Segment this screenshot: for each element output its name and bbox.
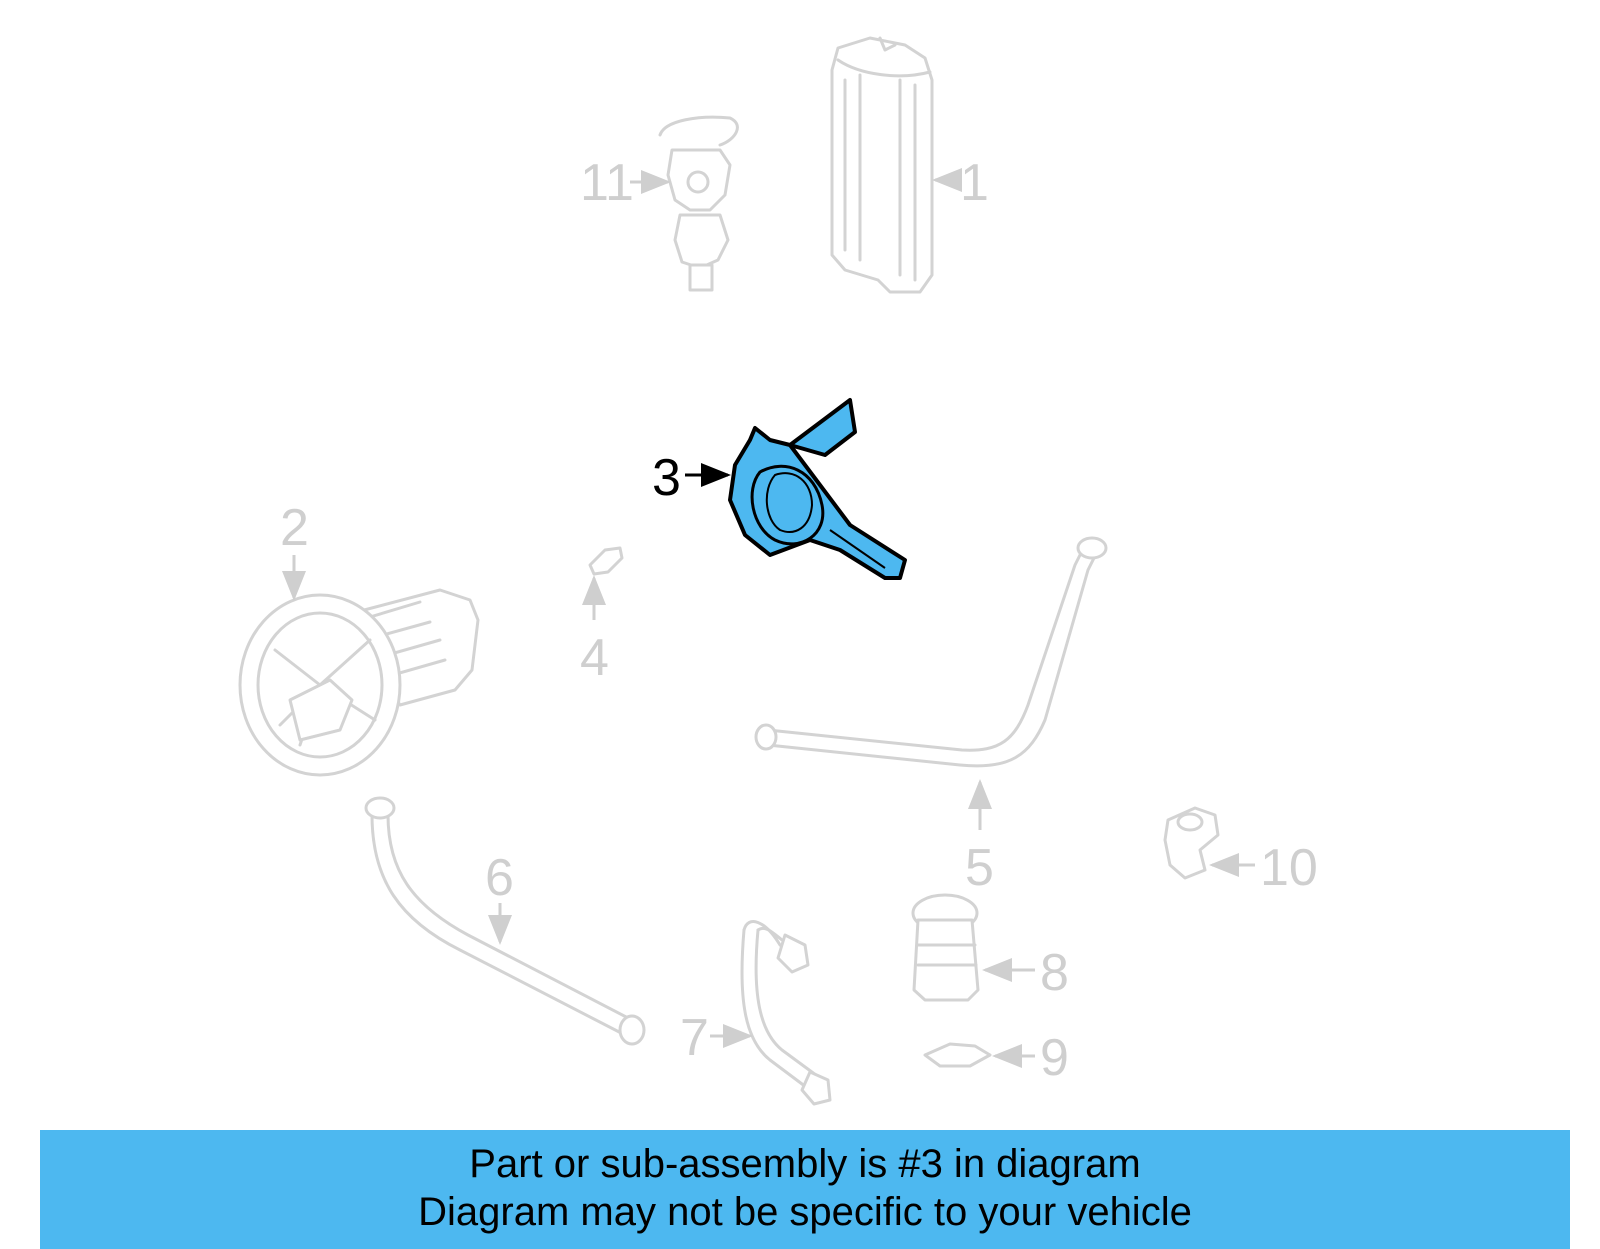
info-banner: Part or sub-assembly is #3 in diagram Di… — [40, 1130, 1570, 1249]
callout-11: 11 — [580, 154, 671, 212]
svg-text:3: 3 — [652, 449, 681, 507]
part-8-valve — [911, 893, 980, 1002]
callout-9: 9 — [992, 1029, 1069, 1087]
svg-text:4: 4 — [580, 629, 609, 687]
svg-text:2: 2 — [280, 499, 309, 557]
callout-7: 7 — [680, 1009, 753, 1067]
part-9-gasket — [923, 1042, 992, 1068]
svg-text:9: 9 — [1040, 1029, 1069, 1087]
svg-text:10: 10 — [1260, 839, 1318, 897]
svg-text:11: 11 — [580, 154, 634, 212]
part-4-clip — [588, 546, 624, 576]
callout-1: 1 — [932, 154, 989, 212]
svg-text:5: 5 — [965, 839, 994, 897]
callout-3: 3 — [652, 449, 731, 507]
callout-10: 10 — [1209, 839, 1318, 897]
callout-8: 8 — [982, 944, 1069, 1002]
callout-5: 5 — [965, 779, 994, 897]
part-10-sensor — [1163, 806, 1220, 880]
banner-line-2: Diagram may not be specific to your vehi… — [418, 1190, 1192, 1234]
svg-text:1: 1 — [960, 154, 989, 212]
callout-6: 6 — [485, 849, 514, 945]
callout-2: 2 — [280, 499, 309, 601]
part-3-arm — [788, 398, 857, 457]
svg-text:8: 8 — [1040, 944, 1069, 1002]
parts-diagram: 1 11 2 3 4 5 6 7 8 9 10 — [238, 36, 1318, 1106]
part-3-bracket-highlighted — [728, 398, 907, 580]
part-6-hose — [364, 796, 646, 1046]
part-5-hose — [754, 536, 1108, 768]
part-7-pipe — [740, 920, 832, 1106]
svg-text:6: 6 — [485, 849, 514, 907]
banner-line-1: Part or sub-assembly is #3 in diagram — [469, 1142, 1141, 1186]
part-1-canister — [830, 36, 934, 294]
callout-4: 4 — [580, 575, 609, 687]
part-11-valve — [658, 115, 739, 292]
part-2-air-pump — [238, 588, 480, 777]
svg-text:7: 7 — [680, 1009, 709, 1067]
